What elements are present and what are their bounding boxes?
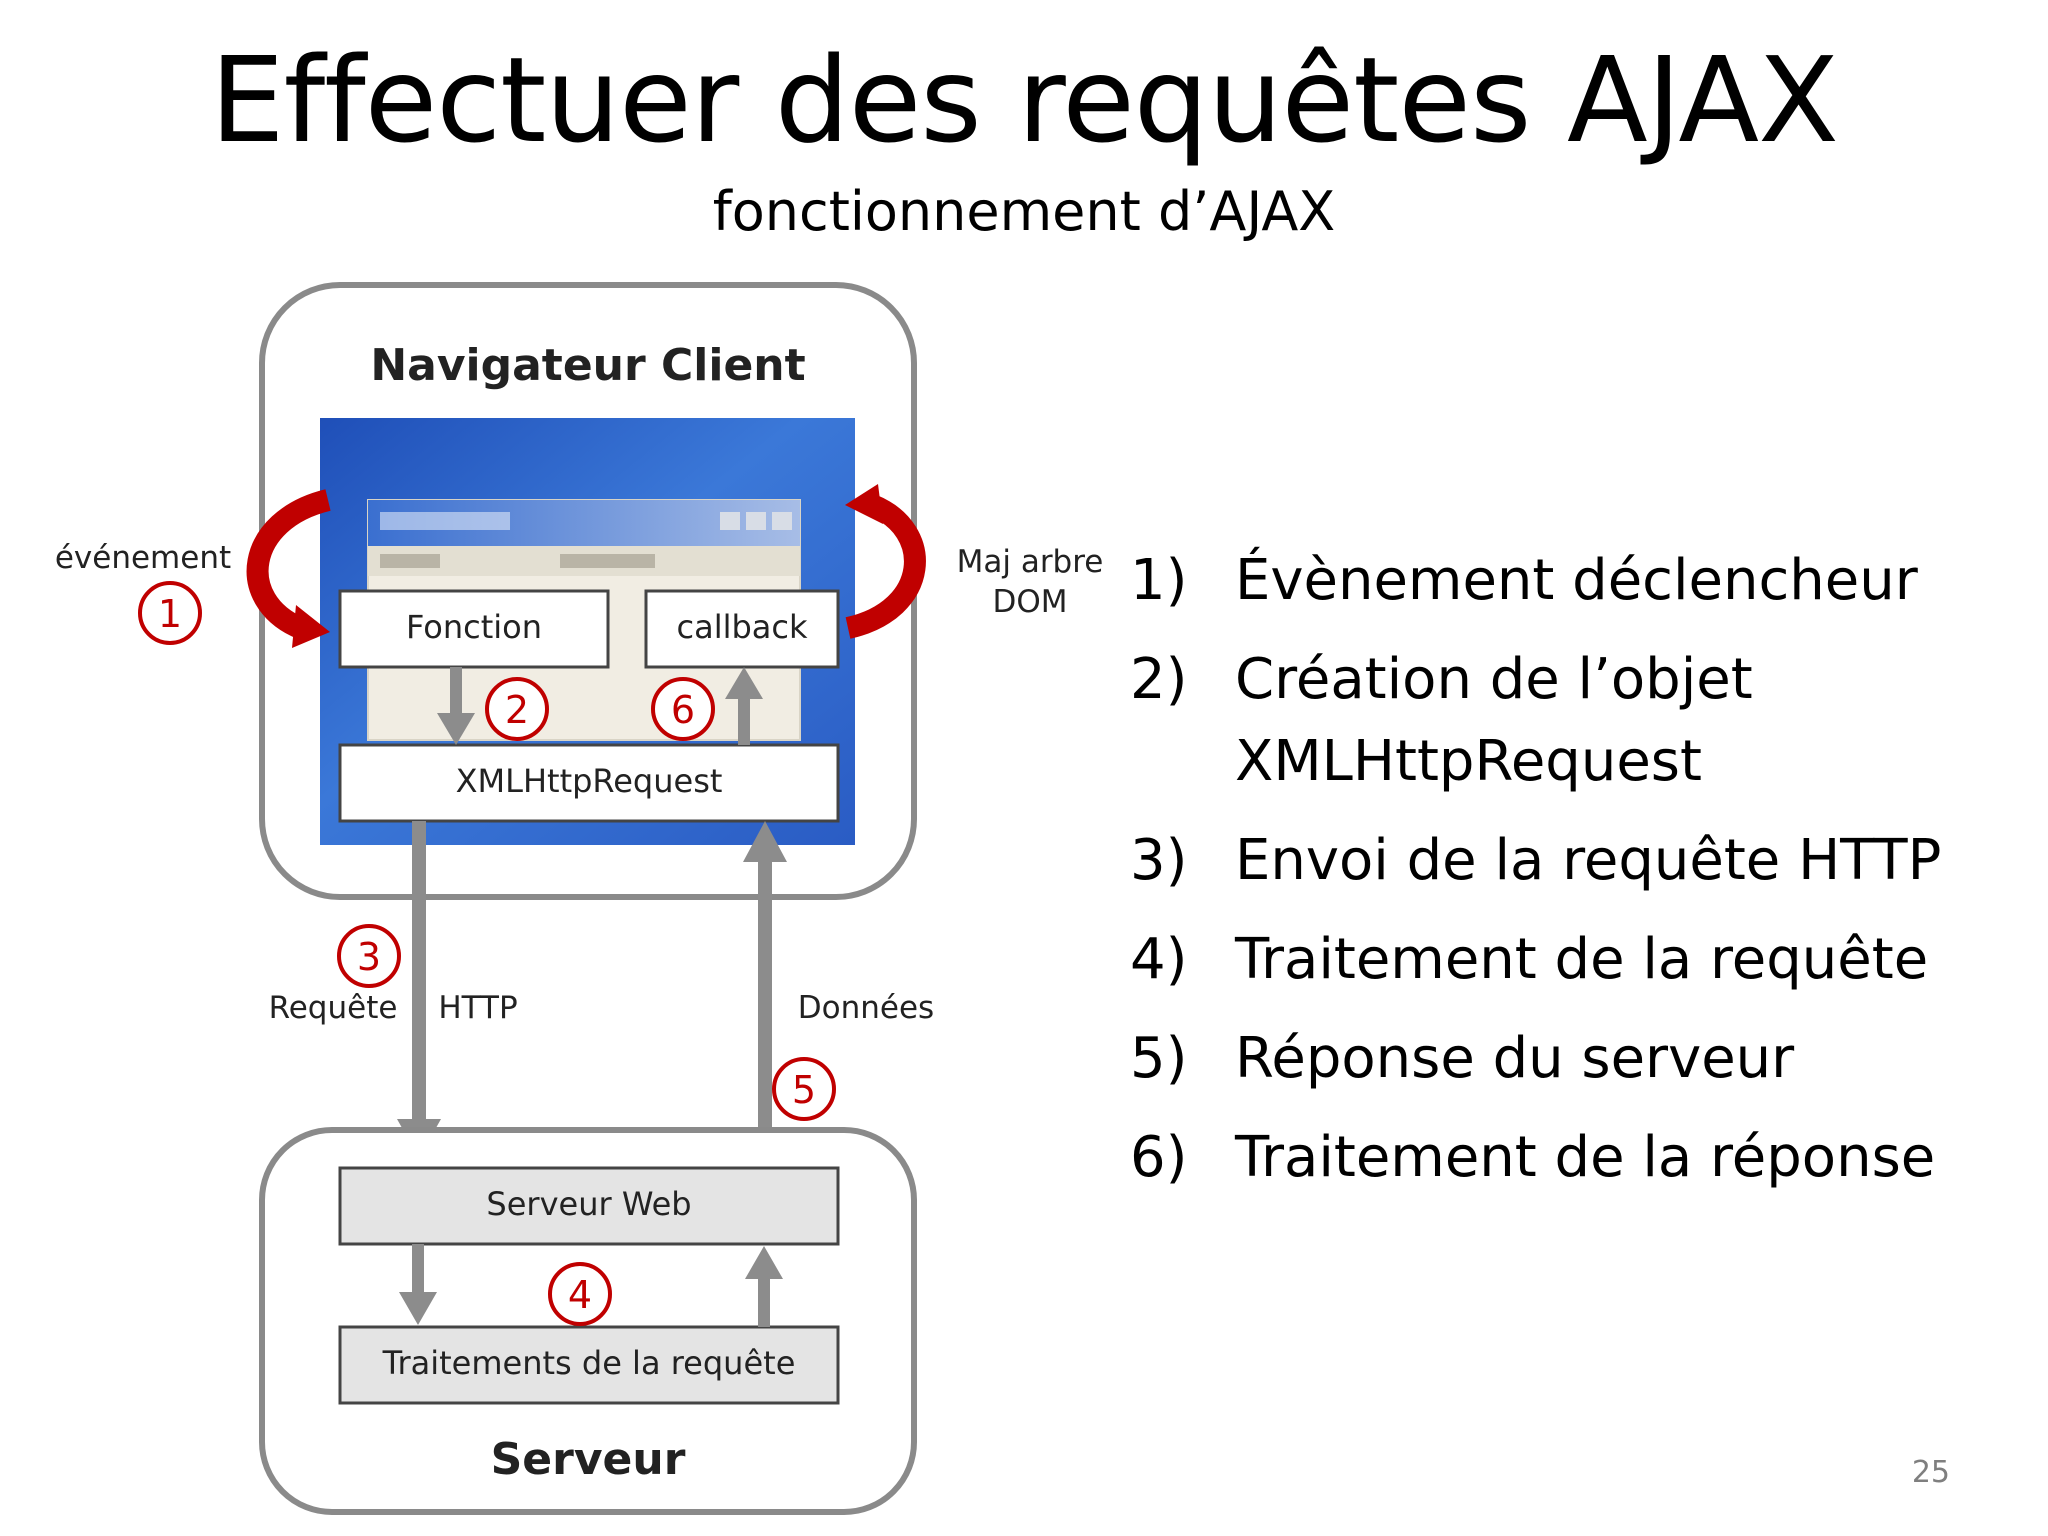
http-label: HTTP <box>438 990 517 1026</box>
step-number: 1) <box>1130 548 1188 613</box>
fonction-box <box>338 589 610 669</box>
svg-text:3: 3 <box>357 935 381 979</box>
step-badge-6: 6 <box>651 677 715 741</box>
svg-text:5: 5 <box>792 1068 816 1112</box>
step-text: Envoi de la requête HTTP <box>1235 828 1942 893</box>
dom-label: DOM <box>992 584 1067 620</box>
svg-text:4: 4 <box>568 1273 592 1317</box>
xhr-label: XMLHttpRequest <box>456 762 723 800</box>
list-item: 6) Traitement de la réponse <box>1130 1117 1990 1199</box>
callback-label: callback <box>676 608 808 646</box>
traitements-box <box>338 1325 840 1405</box>
slide-title: Effectuer des requêtes AJAX <box>210 31 1839 169</box>
steps-list: 1) Évènement déclencheur 2) Création de … <box>1130 540 1990 1216</box>
step-number: 4) <box>1130 927 1188 992</box>
svg-text:6: 6 <box>671 688 695 732</box>
step-number: 2) <box>1130 647 1188 712</box>
evenement-label: événement <box>55 540 231 576</box>
step-number: 6) <box>1130 1125 1188 1190</box>
step-badge-1: 1 <box>138 581 202 645</box>
list-item: 4) Traitement de la requête <box>1130 919 1990 1001</box>
maj-arbre-label: Maj arbre <box>957 544 1104 580</box>
step-text: Réponse du serveur <box>1235 1026 1795 1091</box>
step-badge-2: 2 <box>485 677 549 741</box>
arrow-donnees <box>743 821 787 1158</box>
client-title: Navigateur Client <box>370 340 805 391</box>
server-web-label: Serveur Web <box>486 1185 691 1223</box>
list-item: 1) Évènement déclencheur <box>1130 540 1990 622</box>
server-web-box <box>338 1166 840 1246</box>
step-number: 5) <box>1130 1026 1188 1091</box>
slide-subtitle: fonctionnement d’AJAX <box>712 180 1336 243</box>
xhr-box <box>338 743 840 823</box>
svg-text:1: 1 <box>158 592 182 636</box>
arrow-fonction-to-xhr <box>437 667 475 745</box>
step-badge-4: 4 <box>548 1262 612 1326</box>
step-text: Création de l’objet XMLHttpRequest <box>1235 647 1753 794</box>
maj-dom-curved-arrow <box>845 484 926 639</box>
list-item: 5) Réponse du serveur <box>1130 1018 1990 1100</box>
requete-label: Requête <box>269 990 398 1026</box>
step-badge-5: 5 <box>772 1057 836 1121</box>
list-item: 3) Envoi de la requête HTTP <box>1130 820 1990 902</box>
arrow-traitements-to-server <box>745 1246 783 1327</box>
svg-text:2: 2 <box>505 688 529 732</box>
step-text: Évènement déclencheur <box>1235 548 1918 613</box>
arrow-xhr-to-callback <box>725 667 763 745</box>
step-text: Traitement de la requête <box>1235 927 1929 992</box>
arrow-server-to-traitements <box>399 1244 437 1325</box>
page-number: 25 <box>1911 1455 1950 1490</box>
callback-box <box>644 589 840 669</box>
step-text: Traitement de la réponse <box>1235 1125 1936 1190</box>
donnees-label: Données <box>798 990 934 1026</box>
step-number: 3) <box>1130 828 1188 893</box>
traitements-label: Traitements de la requête <box>382 1344 796 1382</box>
fonction-label: Fonction <box>406 608 542 646</box>
list-item: 2) Création de l’objet XMLHttpRequest <box>1130 639 1990 803</box>
step-badge-3: 3 <box>337 924 401 988</box>
evenement-curved-arrow <box>246 489 331 648</box>
server-title: Serveur <box>491 1434 686 1485</box>
